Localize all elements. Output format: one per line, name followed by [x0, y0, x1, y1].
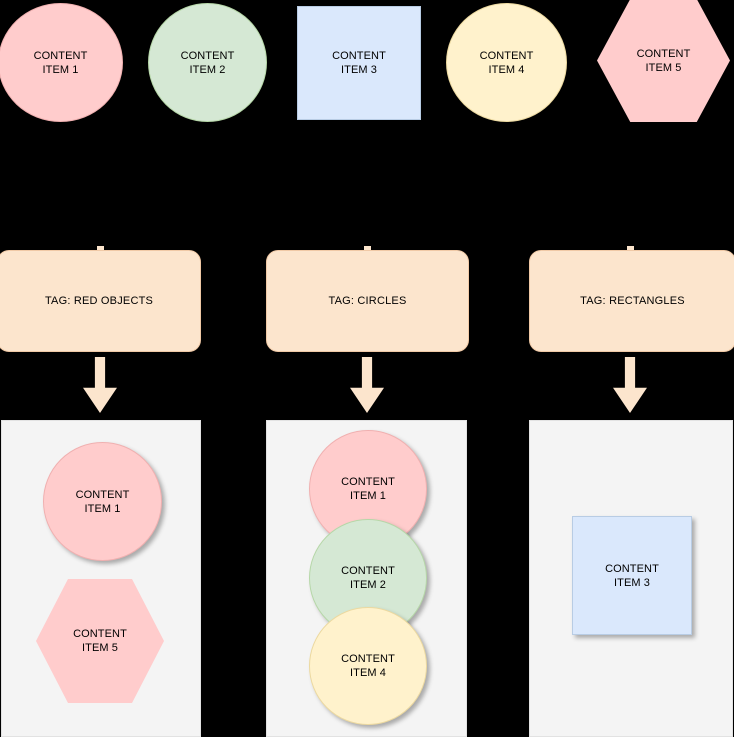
shape-label: CONTENT ITEM 3: [332, 50, 386, 76]
tag-connector-stub-red-objects: [97, 246, 104, 250]
shape-label: CONTENT ITEM 5: [636, 47, 691, 74]
grouped-shape-content-item-3[interactable]: CONTENT ITEM 3: [572, 516, 692, 635]
down-arrow-icon-circles: [350, 357, 384, 413]
shape-label: CONTENT ITEM 4: [341, 653, 395, 679]
tag-label: TAG: CIRCLES: [328, 295, 407, 307]
tag-connector-stub-rectangles: [627, 246, 634, 250]
group-panel-red-objects[interactable]: CONTENT ITEM 1 CONTENT ITEM 5: [1, 420, 201, 737]
group-panel-rectangles[interactable]: CONTENT ITEM 3: [529, 420, 733, 737]
source-shape-content-item-2[interactable]: CONTENT ITEM 2: [148, 3, 267, 122]
shape-label: CONTENT ITEM 2: [341, 565, 395, 591]
shape-label: CONTENT ITEM 2: [180, 49, 235, 76]
tag-connector-stub-circles: [364, 246, 371, 250]
grouped-shape-content-item-4[interactable]: CONTENT ITEM 4: [309, 607, 427, 725]
source-shape-content-item-3[interactable]: CONTENT ITEM 3: [297, 6, 421, 120]
shape-label: CONTENT ITEM 1: [341, 476, 395, 502]
shape-label: CONTENT ITEM 1: [75, 488, 130, 515]
tag-label: TAG: RECTANGLES: [580, 295, 685, 307]
tag-box-circles[interactable]: TAG: CIRCLES: [266, 250, 469, 352]
tag-box-red-objects[interactable]: TAG: RED OBJECTS: [0, 250, 201, 352]
shape-label: CONTENT ITEM 3: [605, 562, 659, 589]
down-arrow-icon-rectangles: [613, 357, 647, 413]
group-panel-circles[interactable]: CONTENT ITEM 1 CONTENT ITEM 2 CONTENT IT…: [266, 420, 467, 737]
grouped-shape-content-item-1[interactable]: CONTENT ITEM 1: [43, 442, 162, 561]
shape-label: CONTENT ITEM 5: [73, 628, 127, 654]
tag-label: TAG: RED OBJECTS: [44, 295, 154, 307]
tag-box-rectangles[interactable]: TAG: RECTANGLES: [529, 250, 734, 352]
shape-label: CONTENT ITEM 4: [479, 49, 534, 76]
source-shape-content-item-1[interactable]: CONTENT ITEM 1: [0, 3, 123, 122]
source-shape-content-item-5[interactable]: CONTENT ITEM 5: [597, 0, 730, 122]
source-shape-content-item-4[interactable]: CONTENT ITEM 4: [446, 3, 567, 122]
down-arrow-icon-red-objects: [83, 357, 117, 413]
grouped-shape-content-item-5[interactable]: CONTENT ITEM 5: [36, 579, 164, 703]
shape-label: CONTENT ITEM 1: [33, 49, 88, 76]
